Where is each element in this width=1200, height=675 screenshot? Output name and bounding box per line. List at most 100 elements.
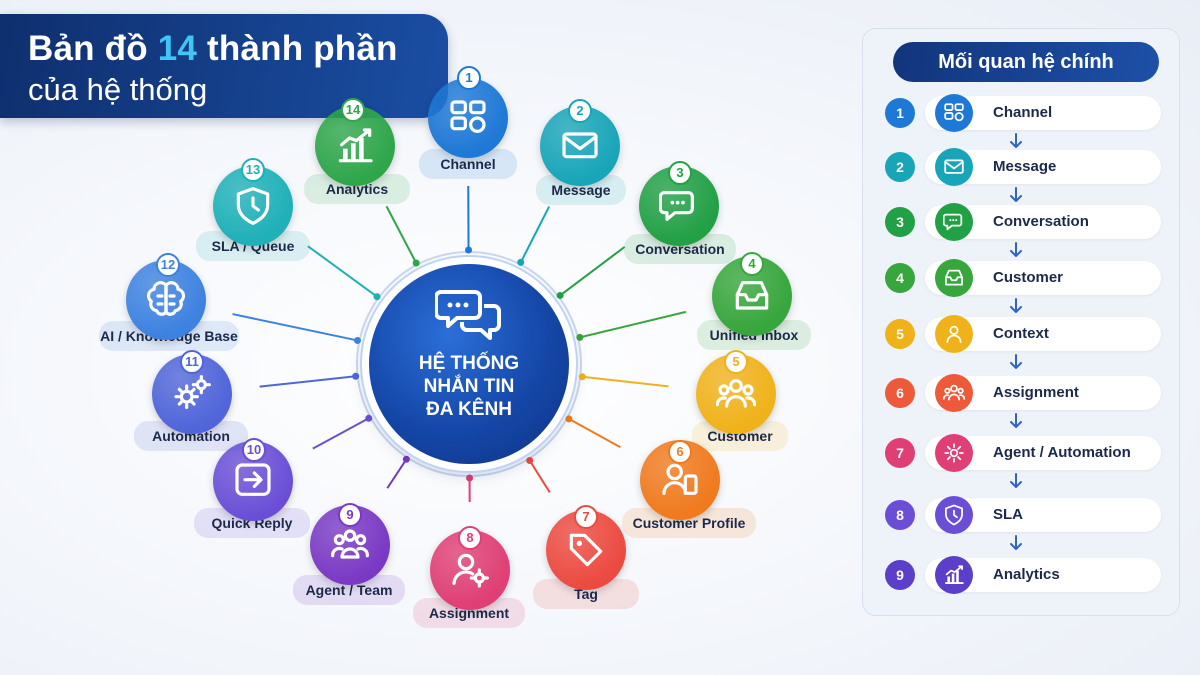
- connector-line: [582, 375, 669, 388]
- chat-bubbles-icon: [435, 290, 501, 340]
- component-number-badge: 5: [724, 350, 748, 374]
- component-number-badge: 14: [341, 98, 365, 122]
- component-number-badge: 3: [668, 161, 692, 185]
- connector-dot: [578, 373, 586, 381]
- connector-dot: [526, 456, 534, 464]
- connector-dot: [465, 246, 473, 254]
- reply-icon: [235, 463, 271, 496]
- component-number-badge: 6: [668, 440, 692, 464]
- relation-icon: [935, 94, 973, 132]
- gear-icon: [944, 443, 964, 463]
- connector-line: [519, 206, 551, 263]
- title-banner: Bản đồ 14 thành phần của hệ thống: [0, 14, 448, 118]
- connector-dot: [466, 474, 474, 482]
- component-label: Conversation: [624, 234, 736, 264]
- component-label: Channel: [419, 149, 517, 179]
- relation-label: Customer: [993, 269, 1064, 286]
- envelope-icon: [562, 132, 598, 159]
- relation-row: 5 Context: [885, 315, 1161, 353]
- people-icon: [716, 379, 756, 408]
- title-suffix: thành phần: [207, 29, 398, 68]
- title-line-1: Bản đồ 14 thành phần: [28, 28, 448, 70]
- connector-dot: [412, 259, 420, 267]
- relation-number: 5: [885, 319, 915, 349]
- down-arrow-icon: [1010, 133, 1022, 148]
- relation-icon: [935, 556, 973, 594]
- relations-title: Mối quan hệ chính: [893, 42, 1159, 82]
- connector-line: [528, 459, 551, 493]
- relation-row: 8 SLA: [885, 496, 1161, 534]
- connector-line: [386, 458, 408, 489]
- component-number-badge: 8: [458, 526, 482, 550]
- brain-icon: [146, 281, 186, 316]
- connector-line: [232, 313, 358, 342]
- component-number-badge: 1: [457, 66, 481, 90]
- relation-number: 7: [885, 438, 915, 468]
- connector-dot: [556, 291, 564, 299]
- relation-row: 4 Customer: [885, 259, 1161, 297]
- component-circle: [428, 78, 508, 158]
- down-arrow-icon: [1010, 473, 1022, 488]
- relation-icon: [935, 203, 973, 241]
- relation-label: Assignment: [993, 384, 1079, 401]
- connector-line: [559, 246, 626, 297]
- person-icon: [946, 325, 962, 343]
- tag-icon: [569, 533, 603, 567]
- component-number-badge: 9: [338, 503, 362, 527]
- relation-number: 1: [885, 98, 915, 128]
- connector-dot: [353, 336, 361, 344]
- down-arrow-icon: [1010, 354, 1022, 369]
- component-circle: [213, 166, 293, 246]
- component-circle: [430, 530, 510, 610]
- connector-dot: [517, 258, 525, 266]
- relation-label: Context: [993, 325, 1049, 342]
- relation-icon: [935, 315, 973, 353]
- chat-icon: [943, 213, 963, 231]
- title-number: 14: [157, 29, 198, 68]
- relation-number: 2: [885, 152, 915, 182]
- user-gear-icon: [452, 553, 489, 588]
- relation-number: 9: [885, 560, 915, 590]
- relation-icon: [935, 434, 973, 472]
- component-number-badge: 10: [242, 438, 266, 462]
- relation-number: 4: [885, 263, 915, 293]
- connector-line: [307, 245, 378, 298]
- relation-icon: [935, 148, 973, 186]
- connector-dot: [576, 333, 584, 341]
- down-arrow-icon: [1010, 298, 1022, 313]
- channel-grid-icon: [944, 103, 964, 122]
- connector-line: [579, 310, 687, 339]
- component-number-badge: 7: [574, 505, 598, 529]
- connector-dot: [352, 372, 360, 380]
- hub-title: HỆ THỐNG NHẮN TIN ĐA KÊNH: [369, 352, 569, 421]
- connector-line: [259, 375, 356, 388]
- relation-icon: [935, 496, 973, 534]
- connector-dot: [402, 455, 410, 463]
- relation-label: Agent / Automation: [993, 444, 1131, 461]
- hub-line-2: NHẮN TIN: [423, 376, 515, 397]
- relation-label: Conversation: [993, 213, 1089, 230]
- hub-circle: HỆ THỐNG NHẮN TIN ĐA KÊNH: [369, 264, 569, 464]
- team-icon: [331, 529, 369, 559]
- bar-chart-icon: [338, 128, 373, 163]
- connector-dot: [365, 414, 373, 422]
- inbox-icon: [735, 281, 769, 310]
- down-arrow-icon: [1010, 242, 1022, 257]
- relation-icon: [935, 259, 973, 297]
- shield-clock-icon: [945, 504, 963, 526]
- title-prefix: Bản đồ: [28, 29, 148, 68]
- relation-number: 8: [885, 500, 915, 530]
- relation-label: SLA: [993, 506, 1023, 523]
- component-number-badge: 4: [740, 252, 764, 276]
- bar-chart-icon: [945, 565, 964, 584]
- down-arrow-icon: [1010, 413, 1022, 428]
- component-circle: [213, 441, 293, 521]
- component-number-badge: 11: [180, 350, 204, 374]
- channel-grid-icon: [450, 100, 486, 133]
